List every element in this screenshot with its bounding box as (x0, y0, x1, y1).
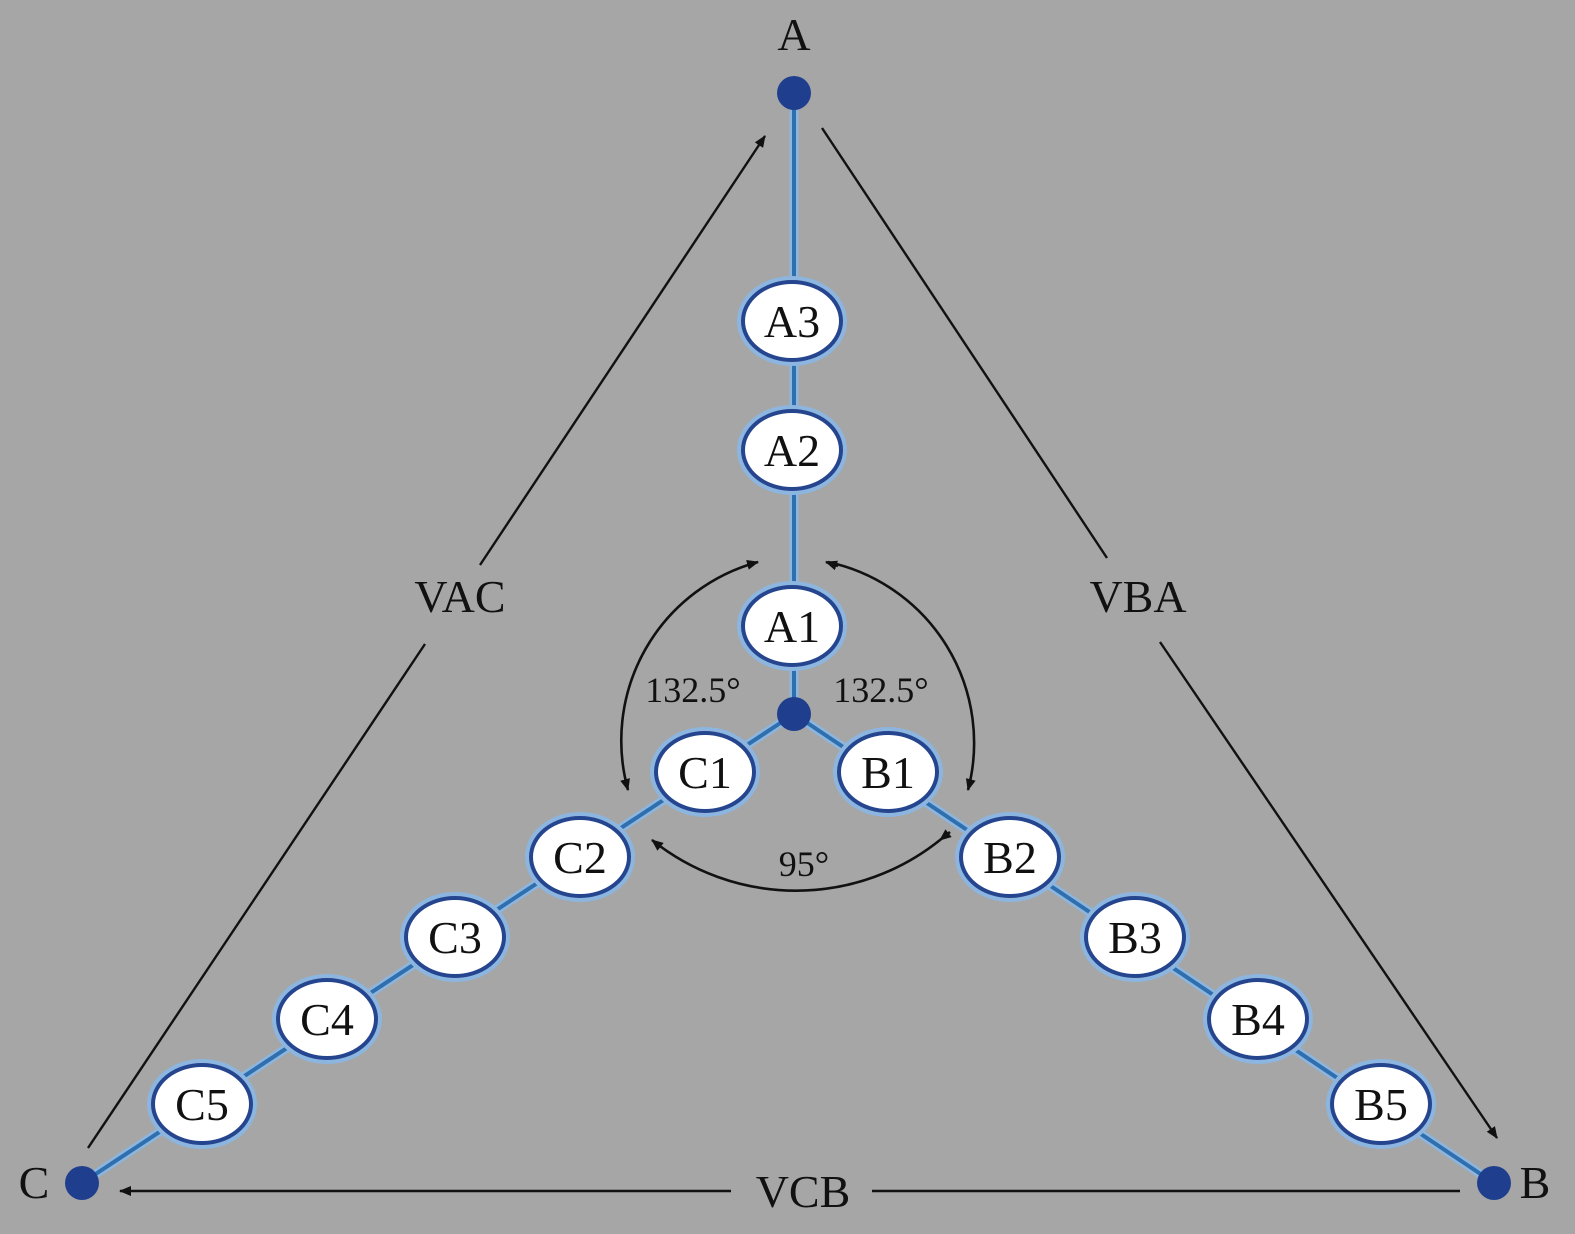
node-ellipse (959, 816, 1061, 898)
terminal-dot-a (777, 76, 811, 110)
line-label-vac: VAC (414, 571, 505, 622)
node-b4: B4 (1203, 974, 1313, 1064)
node-ellipse (741, 409, 843, 491)
angle-arc-bc-start (939, 829, 952, 842)
angle-label-ac: 132.5° (645, 670, 740, 710)
node-ellipse (837, 731, 939, 813)
node-b3: B3 (1080, 892, 1190, 982)
angle-arc-ac (620, 560, 759, 791)
vba-arrow-lower (1159, 641, 1498, 1139)
node-label: B2 (983, 832, 1037, 883)
node-ellipse (1084, 896, 1186, 978)
node-c4: C4 (272, 974, 382, 1064)
node-label: C5 (175, 1079, 229, 1130)
node-ellipse (276, 978, 378, 1060)
terminal-dots (65, 76, 1511, 1200)
angle-arc-start-heads (825, 560, 952, 842)
node-c1: C1 (650, 727, 760, 817)
node-label: C1 (678, 747, 732, 798)
terminal-dot-b (1477, 1166, 1511, 1200)
node-ellipse (404, 896, 506, 978)
vac-arrow-lower (87, 643, 426, 1149)
node-ellipse (654, 731, 756, 813)
node-c2: C2 (525, 812, 635, 902)
angle-arcs (620, 560, 976, 892)
angle-label-ab: 132.5° (833, 670, 928, 710)
node-label: B4 (1231, 994, 1285, 1045)
node-label: A3 (764, 296, 820, 347)
line-label-vcb: VCB (756, 1166, 851, 1217)
node-a3: A3 (737, 276, 847, 366)
node-ellipse (741, 280, 843, 362)
line-label-vba: VBA (1089, 571, 1186, 622)
node-b1: B1 (833, 727, 943, 817)
node-ellipse (741, 585, 843, 667)
node-ellipse (1207, 978, 1309, 1060)
vertex-label-a: A (777, 9, 810, 60)
node-label: C2 (553, 832, 607, 883)
terminal-dot-c (65, 1166, 99, 1200)
vertex-label-c: C (19, 1157, 50, 1208)
node-label: B3 (1108, 912, 1162, 963)
node-label: C3 (428, 912, 482, 963)
vac-arrow-upper (479, 135, 766, 566)
angle-label-bc: 95° (779, 844, 829, 884)
angle-arc-bc (651, 838, 941, 892)
node-b5: B5 (1326, 1059, 1436, 1149)
node-ellipse (151, 1063, 253, 1145)
node-label: B5 (1354, 1079, 1408, 1130)
node-a2: A2 (737, 405, 847, 495)
vertex-label-b: B (1520, 1157, 1551, 1208)
angle-arc-ab-start (825, 560, 839, 571)
node-b2: B2 (955, 812, 1065, 902)
vba-arrow-upper (820, 127, 1109, 559)
node-label: A2 (764, 425, 820, 476)
node-c5: C5 (147, 1059, 257, 1149)
node-a1: A1 (737, 581, 847, 671)
line-voltage-arrows (87, 127, 1498, 1196)
node-label: A1 (764, 601, 820, 652)
neutral-dot (777, 697, 811, 731)
node-label: C4 (300, 994, 354, 1045)
node-c3: C3 (400, 892, 510, 982)
node-ellipse (529, 816, 631, 898)
node-ellipse (1330, 1063, 1432, 1145)
node-label: B1 (861, 747, 915, 798)
angle-arc-ab (827, 560, 976, 791)
